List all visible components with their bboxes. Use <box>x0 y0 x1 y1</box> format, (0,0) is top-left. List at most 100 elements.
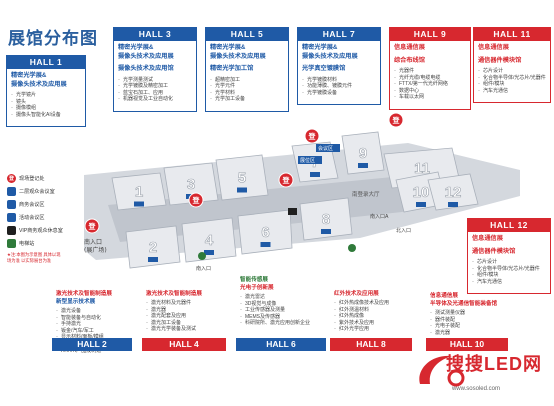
lower-hall-hall6[interactable]: 智能传感展光电子创新展激光雷达3D视觉与成像工业传感器及测量MEMS及传感器科研… <box>240 276 324 331</box>
product-item: 摄像模组 <box>11 105 81 112</box>
product-item: 组件/模块 <box>478 81 546 88</box>
entrance-label: 南入口 <box>196 265 211 272</box>
product-item: 功能薄膜、镀膜元件 <box>302 83 376 90</box>
product-item: 红外光学应用 <box>334 326 410 333</box>
hall-card-hall5[interactable]: HALL 5精密光学展&摄像头技术及应用展精密光学加工馆超精密加工光学元件光学材… <box>205 27 289 112</box>
zone-title: 摄像头技术及应用展 <box>118 52 174 60</box>
product-item: 激光器 <box>146 307 224 314</box>
hall-sign-icon <box>321 229 331 234</box>
zone-title: 摄像头技术及应用展 <box>302 52 358 60</box>
zone-title: 精密光学展& <box>210 44 246 51</box>
product-item: MEMS及传感器 <box>240 314 324 321</box>
product-item: FTTX/第一代光纤网络 <box>394 81 466 88</box>
legend-item: 登现场登记处 <box>7 174 63 183</box>
hall-card-hall1[interactable]: HALL 1精密光学展&摄像头技术及应用展光学镜片镜头摄像模组摄像头智能化AI设… <box>6 55 86 128</box>
hall-title-hall8[interactable]: HALL 8 <box>330 338 412 351</box>
hall-title-hall10[interactable]: HALL 10 <box>426 338 508 351</box>
hall-title: HALL 5 <box>205 27 289 41</box>
product-item: 激光配套及应用 <box>146 313 224 320</box>
hall-sign-icon <box>416 202 426 207</box>
product-item: 组件/模块 <box>472 272 546 279</box>
product-item: 光器件 <box>394 68 466 75</box>
registration-label: 登 <box>192 196 201 205</box>
hall-title-hall6[interactable]: HALL 6 <box>236 338 326 351</box>
hall-sign-icon <box>260 242 271 247</box>
hall-sign-icon <box>237 187 247 193</box>
zone-title: 红外技术及应用展 <box>334 291 379 297</box>
hall-card-hall7[interactable]: HALL 7精密光学展&摄像头技术及应用展光学真空镀膜馆光学镀膜材料功能薄膜、镀… <box>297 27 381 106</box>
hall-number: 12 <box>445 184 462 201</box>
entrance-label: 南入口 <box>84 238 102 246</box>
zone-title: 信息通信展 <box>472 235 503 242</box>
zone-title: 精密光学展& <box>118 44 154 51</box>
hall-card-hall12[interactable]: HALL 12 信息通信展通信器件模块馆芯片设计化合物半导体/光芯片/光器件组件… <box>467 218 551 295</box>
hall-title-hall4[interactable]: HALL 4 <box>142 338 226 351</box>
legend-label: 活动会议区 <box>19 214 45 221</box>
product-item: 智能装备与自动化 <box>56 315 130 322</box>
registration-icon <box>304 128 320 144</box>
hall-title-hall2[interactable]: HALL 2 <box>52 338 132 351</box>
legend-item: 电梯站 <box>7 239 63 248</box>
hall-sign-icon <box>134 201 144 207</box>
product-item: 紫外技术及应用 <box>334 320 410 327</box>
hall-number: 5 <box>238 170 246 187</box>
legend-swatch-icon: 登 <box>7 174 16 183</box>
product-item: 光学测量测试 <box>118 77 192 84</box>
hall-card-hall3[interactable]: HALL 3精密光学展&摄像头技术及应用展摄像头技术及应用馆光学测量测试光学镀膜… <box>113 27 197 112</box>
hall-body: 信息通信展通信器件模块馆芯片设计化合物半导体/光芯片/光器件组件/模块汽车光通信 <box>467 232 551 295</box>
legend-item: VIP商务观众休息室 <box>7 226 63 235</box>
hall-block <box>215 154 269 201</box>
elevator-icon <box>348 244 356 252</box>
page-title: 展馆分布图 <box>8 29 98 48</box>
product-item: 光学镀膜及精密加工 <box>118 83 192 90</box>
product-item: 激光光学装备及测试 <box>146 326 224 333</box>
legend-label: VIP商务观众休息室 <box>19 227 63 234</box>
product-item: 化合物半导体/光芯片/光器件 <box>478 75 546 82</box>
lower-hall-hall10[interactable]: 信息通信展半导体及光通信智能装备馆测试测量仪器器件装配光电子装配激光器 <box>430 292 506 340</box>
lower-hall-hall8[interactable]: 红外技术及应用展红外热成像技术及应用红外测温材料红外热成像紫外技术及应用红外光学… <box>334 290 410 337</box>
lower-hall-hall4[interactable]: 激光技术及智能制造展激光材料及元器件激光器激光配套及应用激光加工设备激光光学装备… <box>146 290 224 337</box>
brand-swirl-icon <box>419 355 465 387</box>
product-item: 光学加工设备 <box>210 96 284 103</box>
product-item: 激光加工设备 <box>146 320 224 327</box>
legend-swatch-icon <box>7 200 16 209</box>
product-list: 芯片设计化合物半导体/光芯片/光器件组件/模块汽车光通信 <box>472 259 546 285</box>
hall-body: 精密光学展&摄像头技术及应用展精密光学加工馆超精密加工光学元件光学材料光学加工设… <box>205 41 289 112</box>
product-item: 摄像头智能化AI设备 <box>11 112 81 119</box>
product-item: 芯片设计 <box>478 68 546 75</box>
zone-title: 精密光学加工馆 <box>210 65 254 72</box>
registration-label: 登 <box>392 116 401 125</box>
legend-label: 电梯站 <box>19 240 35 247</box>
hall-number: 6 <box>261 224 269 241</box>
product-item: 数据中心 <box>394 88 466 95</box>
zone-title: 综合布线馆 <box>394 56 425 64</box>
hall-number: 4 <box>205 232 214 249</box>
hall-sign-icon <box>448 202 458 207</box>
hall-number: 3 <box>187 176 195 193</box>
hall-number: 11 <box>414 160 430 177</box>
elevator-icon <box>198 252 206 260</box>
product-list: 光学镀膜材料功能薄膜、镀膜元件光学镀膜设备 <box>302 77 376 97</box>
hall-card-hall11[interactable]: HALL 11信息通信展通信器件模块馆芯片设计化合物半导体/光芯片/光器件组件/… <box>473 27 551 104</box>
registration-icon <box>388 112 404 128</box>
product-item: 光学镜片 <box>11 92 81 99</box>
zone-title: 摄像头技术及应用展 <box>11 80 67 88</box>
product-item: 汽车光通信 <box>478 88 546 95</box>
hall-block <box>181 217 237 263</box>
product-list: 光学镜片镜头摄像模组摄像头智能化AI设备 <box>11 92 81 118</box>
legend-label: 商务会议区 <box>19 201 45 208</box>
hall-card-hall9[interactable]: HALL 9信息通信展综合布线馆光器件光纤光缆/电缆电缆FTTX/第一代光纤网络… <box>389 27 471 110</box>
hall-block <box>237 209 293 255</box>
zone-title: 激光技术及智能制造展 <box>56 291 112 297</box>
registration-icon <box>278 172 294 188</box>
entrance-label: 南入口A <box>370 213 389 220</box>
hall-sign-icon <box>310 172 320 177</box>
product-item: 汽车光通信 <box>472 279 546 286</box>
hall-title: HALL 1 <box>6 55 86 69</box>
registration-label: 登 <box>282 176 291 185</box>
product-item: 激光设备 <box>56 308 130 315</box>
product-item: 显示材料/面板/模组 <box>56 334 130 341</box>
zone-title: 智能传感展 <box>240 277 268 283</box>
product-list: 芯片设计化合物半导体/光芯片/光器件组件/模块汽车光通信 <box>478 68 546 94</box>
hall-block <box>111 172 167 211</box>
